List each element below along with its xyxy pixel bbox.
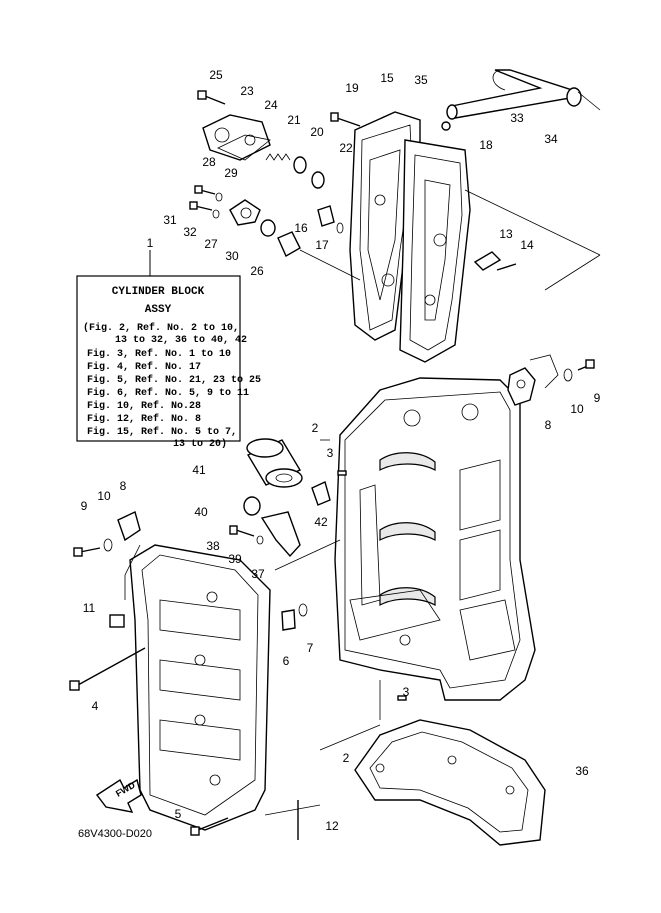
callout-3b: 3 [403, 685, 410, 699]
callout-6: 6 [283, 654, 290, 668]
callout-14: 14 [520, 238, 534, 252]
callout-37: 37 [251, 567, 265, 581]
callout-18: 18 [479, 138, 493, 152]
callout-11: 11 [83, 601, 96, 615]
callout-29: 29 [224, 166, 238, 180]
box-subtitle: ASSY [145, 304, 172, 316]
box-line: Fig. 5, Ref. No. 21, 23 to 25 [87, 374, 261, 386]
callout-22: 22 [339, 141, 353, 155]
box-line: Fig. 3, Ref. No. 1 to 10 [87, 348, 231, 360]
callout-4: 4 [92, 699, 99, 713]
callout-20: 20 [310, 125, 324, 139]
box-line: 13 to 32, 36 to 40, 42 [115, 335, 247, 346]
box-line: 13 to 20) [173, 438, 227, 450]
callout-38: 38 [206, 539, 220, 553]
callout-10b: 10 [97, 489, 111, 503]
callout-12: 12 [325, 819, 339, 833]
box-line: (Fig. 2, Ref. No. 2 to 10, [83, 322, 239, 334]
callout-40: 40 [194, 505, 208, 519]
callout-39: 39 [228, 552, 242, 566]
box-line: Fig. 4, Ref. No. 17 [87, 361, 201, 373]
hose-assembly [441, 69, 601, 131]
drawing-code: 68V4300-D020 [78, 828, 152, 840]
callout-labels: 1 2 2 3 3 4 5 6 7 8 8 9 9 10 10 11 12 13… [81, 68, 601, 833]
callout-19: 19 [345, 81, 359, 95]
crankcase [124, 544, 271, 831]
callout-33: 33 [510, 111, 524, 125]
callout-15: 15 [380, 71, 394, 85]
callout-8: 8 [545, 418, 552, 432]
callout-17: 17 [315, 238, 329, 252]
callout-9: 9 [594, 391, 601, 405]
box-title: CYLINDER BLOCK [112, 286, 205, 298]
callout-2b: 2 [343, 751, 350, 765]
callout-36: 36 [575, 764, 589, 778]
box-line: Fig. 6, Ref. No. 5, 9 to 11 [87, 387, 249, 399]
misc-parts: FWD [69, 359, 595, 846]
callout-26: 26 [250, 264, 264, 278]
callout-23: 23 [240, 84, 254, 98]
box-line: Fig. 15, Ref. No. 5 to 7, [87, 426, 237, 438]
callout-10: 10 [570, 402, 584, 416]
callout-1: 1 [147, 236, 154, 250]
callout-21: 21 [287, 113, 301, 127]
callout-2: 2 [312, 421, 319, 435]
callout-27: 27 [204, 237, 218, 251]
thermostat-parts [189, 90, 517, 281]
callout-41: 41 [192, 463, 206, 477]
exhaust-cover-assembly [349, 111, 601, 363]
callout-13: 13 [499, 227, 513, 241]
callout-16: 16 [294, 221, 308, 235]
callout-32: 32 [183, 225, 197, 239]
callout-5: 5 [175, 807, 182, 821]
callout-30: 30 [225, 249, 239, 263]
assembly-info-box: CYLINDER BLOCK ASSY (Fig. 2, Ref. No. 2 … [76, 250, 261, 450]
callout-7: 7 [307, 641, 314, 655]
callout-24: 24 [264, 98, 278, 112]
cylinder-block [334, 354, 559, 701]
callout-34: 34 [544, 132, 558, 146]
callout-35: 35 [414, 73, 428, 87]
box-line: Fig. 10, Ref. No.28 [87, 400, 201, 412]
callout-9b: 9 [81, 499, 88, 513]
callout-31: 31 [163, 213, 177, 227]
callout-8b: 8 [120, 479, 127, 493]
callout-25: 25 [209, 68, 223, 82]
callout-28: 28 [202, 155, 216, 169]
callout-3: 3 [327, 446, 334, 460]
callout-42: 42 [314, 515, 328, 529]
box-line: Fig. 12, Ref. No. 8 [87, 413, 201, 425]
